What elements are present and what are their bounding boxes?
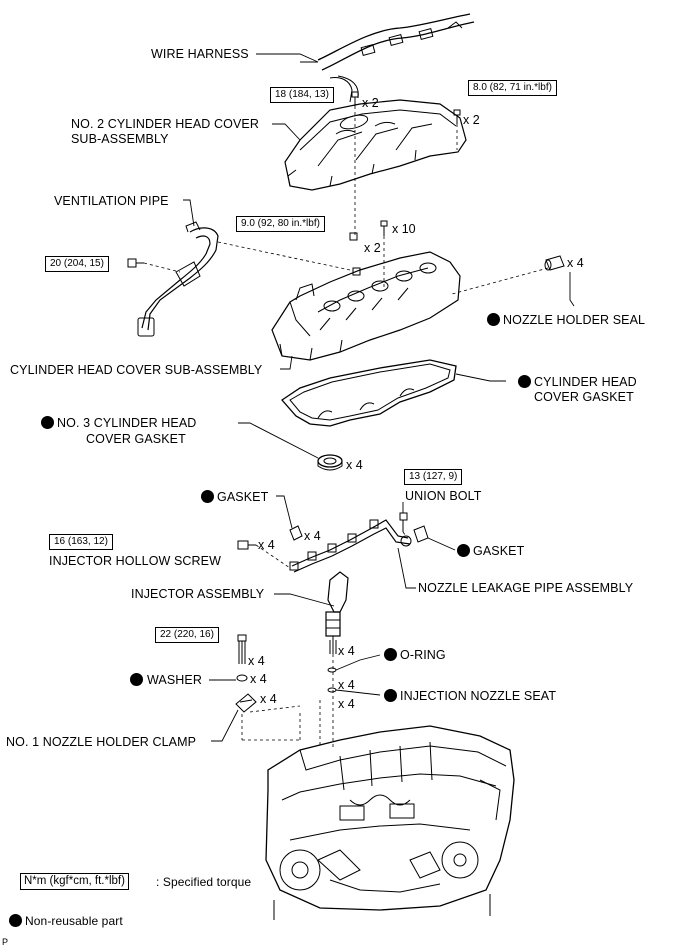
label-o-ring: O-RING <box>400 648 446 662</box>
qty-nut-9: x 2 <box>364 241 381 255</box>
torque-box-9: 9.0 (92, 80 in.*lbf) <box>236 216 325 232</box>
head-cover-bolts <box>349 91 461 241</box>
o-ring-and-seat-parts <box>327 667 337 693</box>
label-cylinder-head-cover-sub: CYLINDER HEAD COVER SUB-ASSEMBLY <box>10 363 263 377</box>
no2-cylinder-head-cover-part <box>284 99 467 191</box>
label-injection-nozzle-seat: INJECTION NOZZLE SEAT <box>400 689 557 703</box>
qty-injector: x 4 <box>338 644 355 658</box>
torque-box-20: 20 (204, 15) <box>45 256 109 272</box>
non-reusable-marker-gasket-left <box>201 490 214 503</box>
legend-torque-unit: N*m (kgf*cm, ft.*lbf) <box>20 873 129 890</box>
qty-gasket-left: x 4 <box>304 529 321 543</box>
leader-lines <box>183 53 575 742</box>
label-no2-head-cover-line1: NO. 2 CYLINDER HEAD COVER <box>71 117 259 131</box>
legend-non-reusable-text: Non-reusable part <box>25 914 123 928</box>
label-head-gasket-line1: CYLINDER HEAD <box>534 375 637 389</box>
label-ventilation-pipe: VENTILATION PIPE <box>54 194 169 208</box>
legend-non-reusable-marker <box>9 914 22 927</box>
nozzle-holder-seal-part <box>544 255 565 271</box>
torque-box-18: 18 (184, 13) <box>270 87 334 103</box>
qty-no3-gasket: x 4 <box>346 458 363 472</box>
torque-box-13: 13 (127, 9) <box>404 469 463 485</box>
nozzle-holder-clamp-part <box>235 693 257 713</box>
qty-bolt-22: x 4 <box>248 654 265 668</box>
legend-torque-description: : Specified torque <box>156 875 252 889</box>
no3-cylinder-head-cover-gasket-part <box>317 454 343 471</box>
qty-bolt-18: x 2 <box>362 96 379 110</box>
label-injector-assembly: INJECTOR ASSEMBLY <box>131 587 265 601</box>
label-nozzle-leakage-pipe: NOZZLE LEAKAGE PIPE ASSEMBLY <box>418 581 634 595</box>
torque-box-8: 8.0 (82, 71 in.*lbf) <box>468 80 557 96</box>
injector-assembly-part <box>325 571 349 654</box>
nozzle-leakage-pipe-part <box>289 519 412 573</box>
non-reusable-marker-gasket-right <box>457 544 470 557</box>
figure-code: P <box>2 937 9 947</box>
label-head-gasket-line2: COVER GASKET <box>534 390 634 404</box>
alignment-dashes <box>143 106 549 750</box>
label-gasket-right: GASKET <box>473 544 525 558</box>
non-reusable-marker-washer <box>130 673 143 686</box>
non-reusable-marker-nozzle-seal <box>487 313 500 326</box>
non-reusable-marker-nozzle-seat <box>384 689 397 702</box>
label-gasket-left: GASKET <box>217 490 269 504</box>
cylinder-head-cover-part <box>271 251 461 361</box>
injector-hollow-screw-part <box>237 525 303 550</box>
engine-block-part <box>265 725 515 920</box>
cylinder-head-cover-gasket-part <box>281 359 457 427</box>
non-reusable-marker-o-ring <box>384 648 397 661</box>
qty-nozzle-seat: x 4 <box>338 697 355 711</box>
qty-o-ring: x 4 <box>338 678 355 692</box>
qty-hollow-screw: x 4 <box>258 538 275 552</box>
qty-bolt-9: x 10 <box>392 222 416 236</box>
ventilation-pipe-part <box>127 221 219 337</box>
torque-box-16: 16 (163, 12) <box>49 534 113 550</box>
label-no2-head-cover-line2: SUB-ASSEMBLY <box>71 132 169 146</box>
clamp-bolt-part <box>236 634 248 682</box>
label-no3-gasket-line1: NO. 3 CYLINDER HEAD <box>57 416 197 430</box>
torque-box-22: 22 (220, 16) <box>155 627 219 643</box>
wire-harness-part <box>300 13 475 103</box>
label-no3-gasket-line2: COVER GASKET <box>86 432 186 446</box>
label-nozzle-holder-seal: NOZZLE HOLDER SEAL <box>503 313 646 327</box>
non-reusable-marker-no3-gasket <box>41 416 54 429</box>
label-wire-harness: WIRE HARNESS <box>151 47 249 61</box>
non-reusable-marker-head-gasket <box>518 375 531 388</box>
qty-clamp: x 4 <box>260 692 277 706</box>
label-no1-nozzle-holder-clamp: NO. 1 NOZZLE HOLDER CLAMP <box>6 735 197 749</box>
qty-nozzle-holder-seal: x 4 <box>567 256 584 270</box>
label-union-bolt: UNION BOLT <box>405 489 482 503</box>
label-injector-hollow-screw: INJECTOR HOLLOW SCREW <box>49 554 222 568</box>
qty-washer: x 4 <box>250 672 267 686</box>
qty-bolt-8: x 2 <box>463 113 480 127</box>
label-washer: WASHER <box>147 673 203 687</box>
